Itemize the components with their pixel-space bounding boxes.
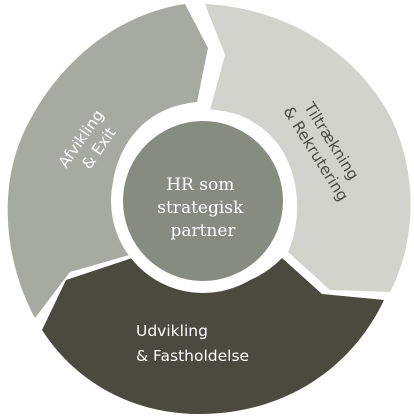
svg-text:Udvikling & Fastholdelse: Udvikling & Fastholdelse — [136, 322, 249, 365]
label-udvikling-fastholdelse: Udvikling & Fastholdelse — [136, 322, 249, 365]
label-udvikling-line-1: Udvikling — [136, 322, 208, 340]
segment-udvikling-fastholdelse — [42, 258, 384, 414]
center-circle — [123, 121, 283, 281]
segment-tiltraekning-rekrutering — [205, 4, 411, 292]
label-udvikling-line-2: & Fastholdelse — [136, 347, 249, 365]
svg-text:HR som strategisk: HR som strategisk partner — [157, 175, 248, 241]
segment-afvikling-exit — [7, 4, 208, 318]
center-label-line-3: partner — [170, 221, 236, 241]
center-label-line-2: strategisk — [157, 198, 244, 218]
center-label: HR som strategisk partner — [157, 175, 248, 241]
center-label-line-1: HR som — [166, 175, 234, 195]
